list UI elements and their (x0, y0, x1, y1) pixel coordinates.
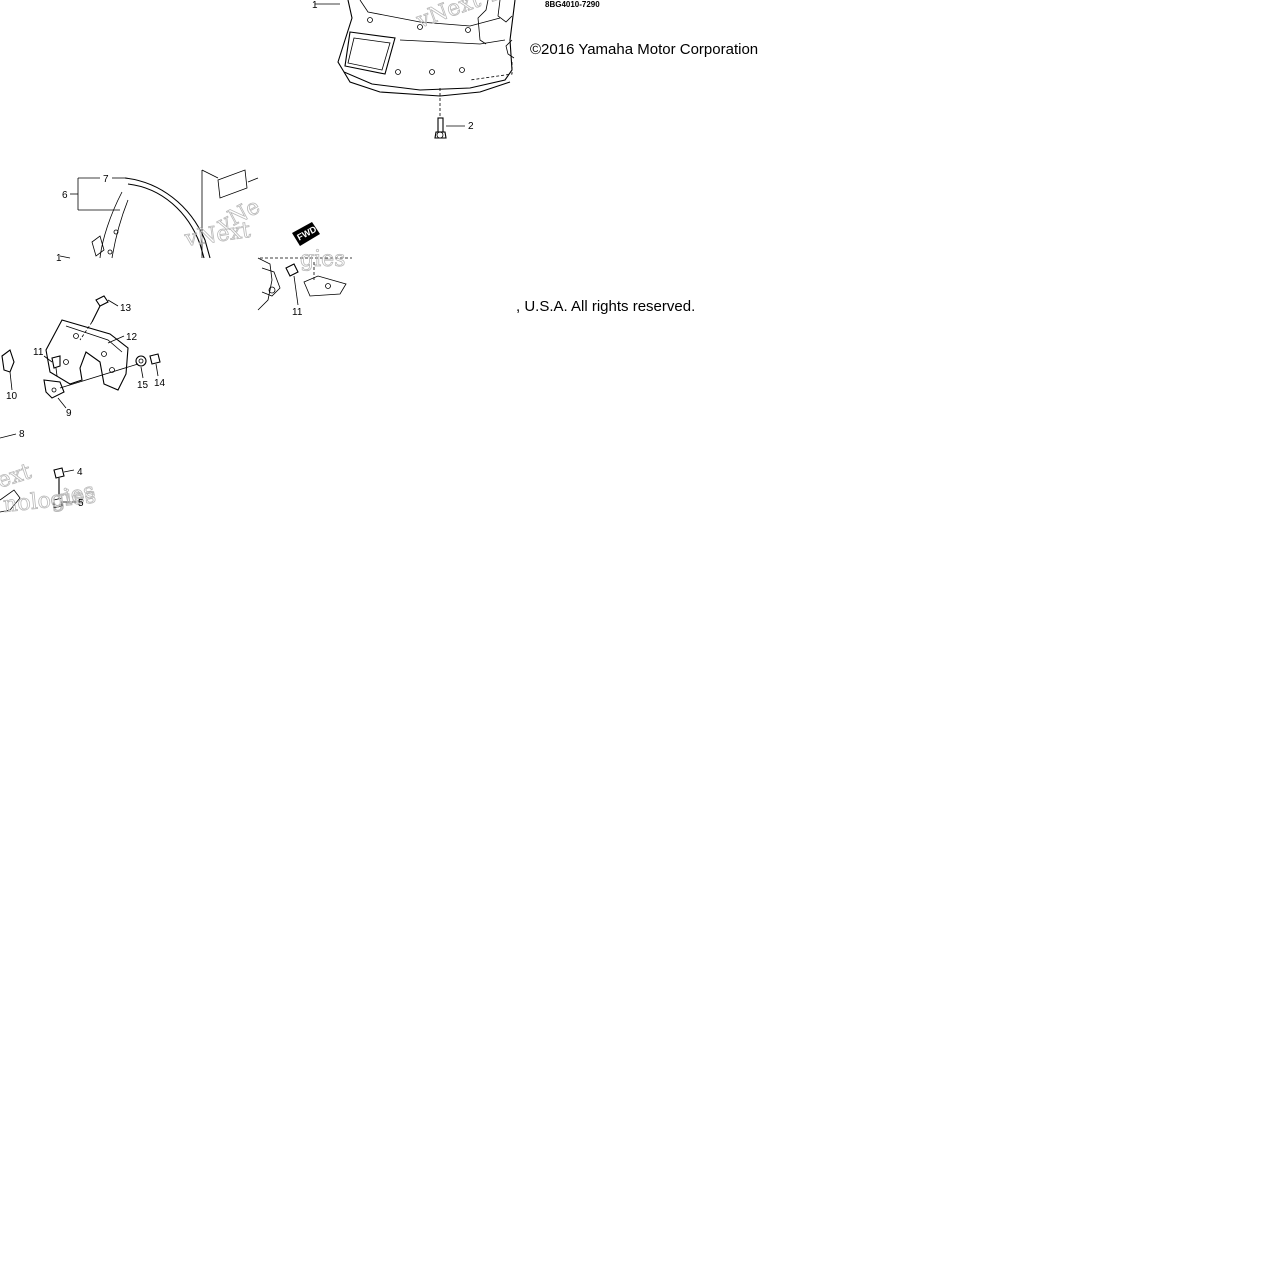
callout-9: 9 (66, 408, 72, 419)
callout-11: 11 (292, 307, 303, 318)
callout-7: 7 (103, 174, 109, 185)
watermark-text: ext (0, 459, 35, 493)
cowling-illustration: vNext Technologies (315, 0, 628, 139)
callout-13: 13 (120, 303, 132, 314)
callout-11: 11 (33, 347, 44, 358)
windshield-illustration: FWD vNext vNe gies (59, 169, 352, 311)
callout-2: 2 (468, 121, 474, 132)
callout-4: 4 (77, 467, 83, 478)
callout-labels: 1 2 4 5 6 7 8 9 10 11 11 12 13 14 15 1 (6, 0, 474, 509)
callout-15: 15 (137, 380, 149, 391)
part-number-label: 8BG4010-7290 (545, 0, 600, 9)
callout-1: 1 (56, 253, 62, 264)
callout-10: 10 (6, 391, 18, 402)
callout-5: 5 (78, 498, 84, 509)
callout-8: 8 (19, 429, 25, 440)
bracket-illustration: ext gies nologies (0, 295, 161, 518)
copyright-line-1: ©2016 Yamaha Motor Corporation (530, 41, 759, 58)
copyright-line-2: , U.S.A. All rights reserved. (516, 298, 696, 315)
callout-12: 12 (126, 332, 138, 343)
watermark-text: gies (300, 247, 345, 272)
callout-14: 14 (154, 378, 166, 389)
callout-6: 6 (62, 190, 68, 201)
callout-1: 1 (312, 0, 318, 11)
